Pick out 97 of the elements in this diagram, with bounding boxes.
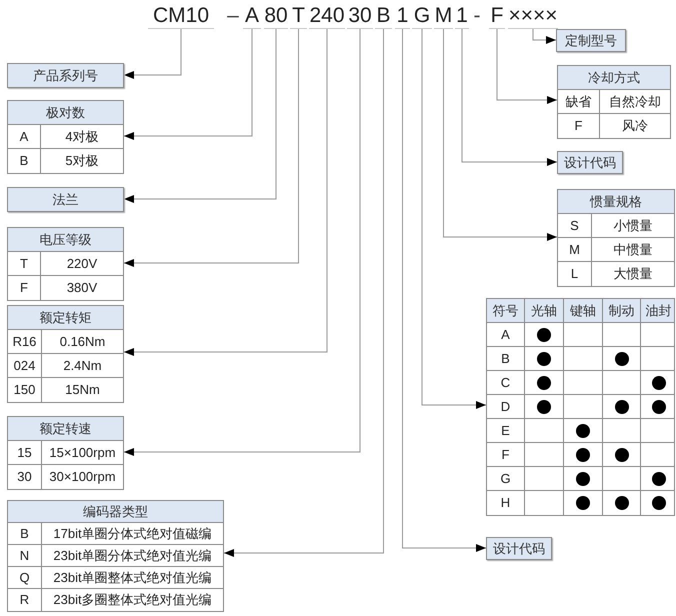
table-cell: 150	[8, 378, 42, 402]
header-cell: 编码器类型	[8, 501, 223, 523]
arrow	[124, 28, 328, 356]
label-box: 产品系列号	[7, 63, 124, 88]
header-cell: 键轴	[564, 299, 603, 322]
table-cell: 缺省	[558, 90, 600, 113]
table-cell-text: 15Nm	[64, 381, 101, 400]
table-cell: B	[8, 149, 41, 173]
arrow	[124, 28, 182, 79]
code-segment: ××××	[508, 4, 558, 29]
table-cell: 024	[8, 354, 42, 377]
spec-table	[7, 100, 124, 174]
label-box: 设计代码	[486, 537, 552, 560]
arrow	[496, 28, 558, 104]
code-segment: 30	[347, 4, 373, 29]
spec-table	[7, 227, 124, 301]
header-cell: 极对数	[8, 101, 123, 125]
header-cell-text: 油封	[644, 302, 672, 320]
spec-table	[7, 500, 224, 612]
table-cell: H	[487, 491, 525, 515]
table-cell: A	[487, 323, 525, 346]
table-cell: D	[487, 395, 525, 418]
table-cell-text: 4对极	[64, 128, 100, 146]
table-cell: 15	[8, 441, 42, 464]
code-segment: T	[290, 4, 307, 29]
arrow	[124, 28, 252, 140]
table-cell: S	[558, 214, 592, 237]
header-cell: 制动	[603, 299, 641, 322]
table-cell-text: 5对极	[64, 152, 100, 170]
code-segment: 1	[395, 4, 410, 29]
arrow	[532, 28, 556, 44]
spec-table	[557, 65, 671, 139]
header-cell: 额定转速	[8, 417, 123, 441]
table-cell-text: 380V	[66, 279, 98, 298]
arrow	[124, 28, 299, 267]
table-cell: M	[558, 238, 592, 261]
arrow	[462, 28, 558, 166]
table-cell: B	[8, 523, 42, 544]
code-segment: G	[412, 4, 432, 29]
label-box: 定制型号	[556, 29, 626, 52]
table-cell-text: 风冷	[621, 117, 649, 136]
table-cell: B	[487, 347, 525, 370]
separator-text: –	[226, 4, 240, 28]
header-cell: 额定转矩	[8, 306, 123, 330]
table-cell-text: 17bit单圈分体式绝对值磁编	[52, 524, 213, 543]
label-box: 设计代码	[557, 151, 623, 174]
code-segment: M	[434, 4, 453, 29]
table-cell-text: 23bit单圈分体式绝对值光编	[52, 546, 213, 565]
spec-table	[7, 305, 124, 403]
code-segment: 240	[309, 4, 345, 29]
code-segment: CM10	[148, 4, 214, 29]
separator-text: -	[472, 4, 482, 28]
arrow	[124, 28, 360, 456]
table-cell-text: 220V	[66, 254, 98, 273]
header-cell: 电压等级	[8, 228, 123, 252]
table-cell: F	[8, 276, 41, 300]
code-segment: F	[489, 4, 505, 29]
header-cell: 光轴	[525, 299, 564, 322]
table-cell: G	[487, 467, 525, 490]
table-cell-text: 23bit单圈整体式绝对值光编	[52, 568, 213, 587]
table-cell: F	[558, 114, 600, 138]
table-cell-text: 自然冷却	[608, 92, 662, 111]
table-cell: C	[487, 371, 525, 394]
table-cell: R	[8, 589, 42, 611]
table-cell-text: 中惯量	[612, 240, 654, 259]
table-cell-text: 23bit多圈整体式绝对值光编	[52, 591, 213, 610]
table-cell: A	[8, 125, 41, 148]
table-cell: F	[487, 443, 525, 466]
table-cell-text: 0.16Nm	[58, 332, 106, 351]
table-cell: Q	[8, 567, 42, 588]
code-segment: 1	[455, 4, 469, 29]
arrow	[402, 28, 486, 552]
spec-table	[557, 189, 675, 287]
option-table	[486, 298, 675, 516]
arrow	[224, 28, 384, 557]
table-cell: N	[8, 545, 42, 566]
table-cell: 30	[8, 465, 42, 489]
table-cell-text: 15×100rpm	[48, 444, 117, 462]
header-cell: 惯量规格	[558, 190, 674, 214]
header-cell: 符号	[487, 299, 525, 322]
code-segment: B	[375, 4, 392, 29]
header-cell: 冷却方式	[558, 66, 670, 90]
label-box: 法兰	[7, 187, 124, 212]
spec-table	[7, 416, 124, 490]
table-cell-text: 30×100rpm	[48, 468, 117, 486]
table-cell-text: 小惯量	[612, 216, 654, 235]
arrow	[124, 28, 276, 203]
table-cell-text: 大惯量	[612, 265, 654, 284]
table-cell: R16	[8, 330, 42, 353]
table-cell: E	[487, 419, 525, 442]
code-segment: 80	[264, 4, 288, 29]
code-segment: A	[243, 4, 261, 29]
table-cell-text: 2.4Nm	[62, 356, 103, 375]
table-cell: L	[558, 262, 592, 286]
table-cell: T	[8, 252, 41, 275]
arrow	[422, 28, 486, 409]
arrow	[443, 28, 558, 241]
